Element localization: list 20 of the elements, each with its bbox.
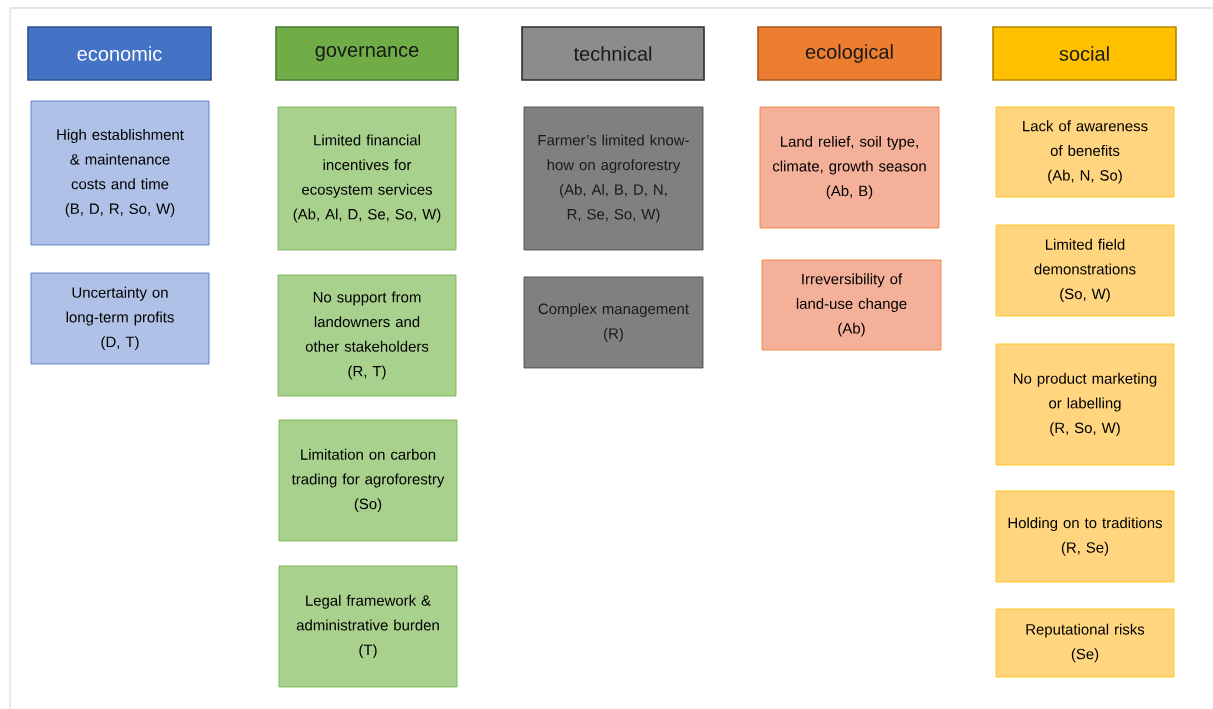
category-header: social: [992, 26, 1177, 81]
barrier-box: Reputational risks (Se): [995, 608, 1175, 678]
barrier-box: No product marketing or labelling (R, So, W): [995, 343, 1175, 466]
category-header: economic: [27, 26, 212, 81]
barrier-box: Land relief, soil type, climate, growth season (Ab, B): [759, 106, 940, 229]
barrier-box: Farmer’s limited know-how on agroforestry (Ab, Al, B, D, N, R, Se, So, W): [523, 106, 704, 251]
barrier-box: Holding on to traditions (R, Se): [995, 490, 1175, 583]
barrier-box: Uncertainty on long-term profits (D, T): [30, 272, 210, 365]
category-header: technical: [521, 26, 705, 81]
barrier-box: Complex management (R): [523, 276, 704, 369]
barrier-box: No support from landowners and other stakeholders (R, T): [277, 274, 457, 397]
barrier-box: Legal framework & administrative burden (T): [278, 565, 458, 688]
category-header: governance: [275, 26, 459, 81]
barrier-box: Limited field demonstrations (So, W): [995, 224, 1175, 317]
barrier-box: Lack of awareness of benefits (Ab, N, So): [995, 106, 1175, 198]
barrier-box: Limited financial incentives for ecosystem services (Ab, Al, D, Se, So, W): [277, 106, 457, 251]
barrier-box: Irreversibility of land-use change (Ab): [761, 259, 942, 351]
barrier-box: High establishment & maintenance costs and time (B, D, R, So, W): [30, 100, 210, 246]
category-header: ecological: [757, 26, 942, 81]
barrier-box: Limitation on carbon trading for agroforestry (So): [278, 419, 458, 542]
